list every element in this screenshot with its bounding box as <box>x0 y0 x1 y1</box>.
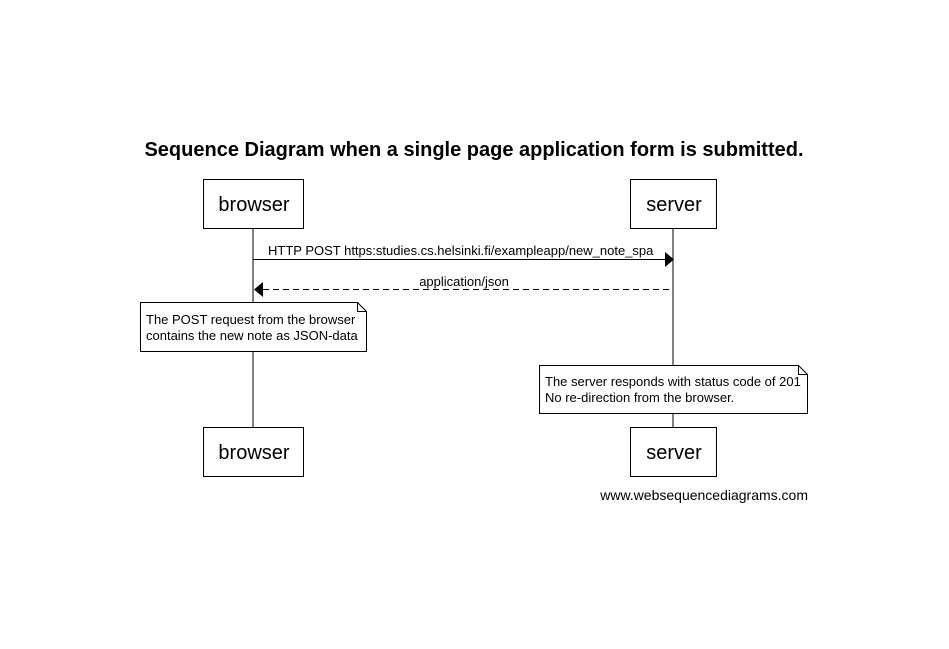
note-browser-line-2: contains the new note as JSON-data <box>146 328 359 343</box>
note-server-line-2: No re-direction from the browser. <box>545 390 734 405</box>
note-server-line-1: The server responds with status code of … <box>545 374 801 389</box>
arrowhead-right-icon <box>665 252 674 267</box>
message-application-json-label: application/json <box>419 274 509 289</box>
message-http-post-label: HTTP POST https:studies.cs.helsinki.fi/e… <box>268 243 654 258</box>
server-actor-top: server <box>630 179 717 229</box>
note-browser-line-1: The POST request from the browser <box>146 312 356 327</box>
browser-actor-bottom: browser <box>203 427 304 477</box>
note-server: The server responds with status code of … <box>539 365 808 414</box>
server-actor-bottom: server <box>630 427 717 477</box>
diagram-title: Sequence Diagram when a single page appl… <box>144 139 803 161</box>
arrowhead-left-icon <box>254 282 263 297</box>
server-actor-top-label: server <box>646 194 702 216</box>
browser-actor-top: browser <box>203 179 304 229</box>
browser-actor-bottom-label: browser <box>218 442 289 464</box>
note-browser: The POST request from the browser contai… <box>140 302 367 352</box>
server-actor-bottom-label: server <box>646 442 702 464</box>
message-application-json: application/json <box>254 274 673 297</box>
footer-watermark: www.websequencediagrams.com <box>599 487 808 503</box>
browser-actor-top-label: browser <box>218 194 289 216</box>
message-http-post: HTTP POST https:studies.cs.helsinki.fi/e… <box>253 243 674 267</box>
